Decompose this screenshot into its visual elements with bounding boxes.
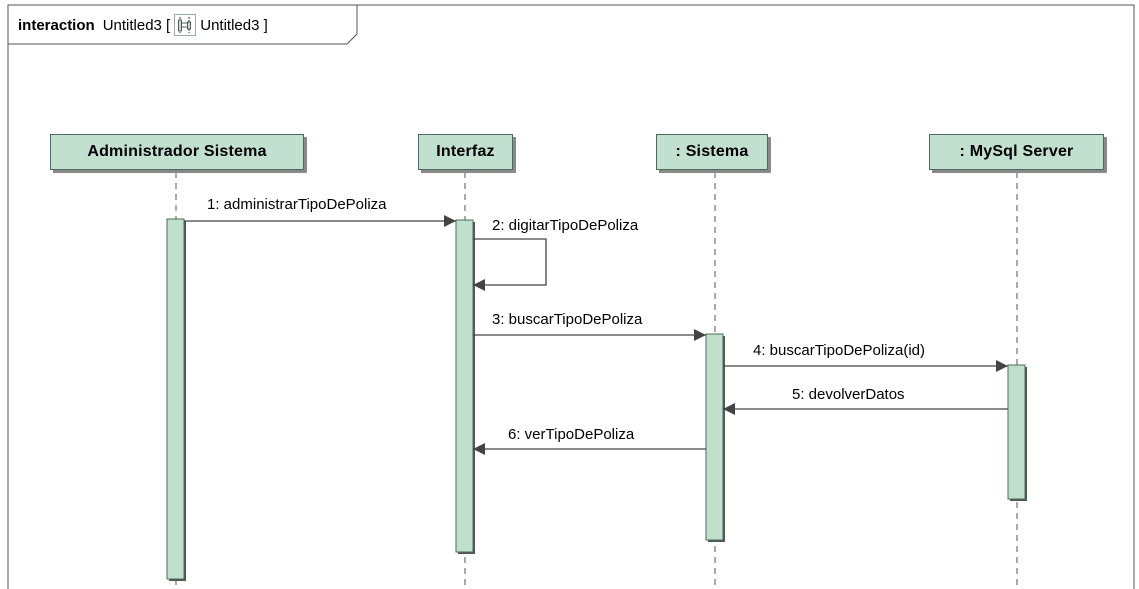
frame-ref-name: Untitled3 ] — [200, 16, 268, 34]
message-4-label: 4: buscarTipoDePoliza(id) — [753, 342, 926, 359]
lifeline-head-mysql[interactable]: : MySql Server — [929, 134, 1104, 170]
activation-sistema — [705, 333, 724, 541]
activation-interfaz — [455, 219, 474, 553]
message-3-label: 3: buscarTipoDePoliza — [492, 311, 643, 328]
frame-name: Untitled3 [ — [102, 16, 171, 34]
lifeline-head-admin[interactable]: Administrador Sistema — [50, 134, 304, 170]
sequence-diagram-icon — [174, 14, 197, 36]
message-2-arrow — [473, 238, 547, 291]
lifeline-head-interfaz[interactable]: Interfaz — [418, 134, 513, 170]
message-5-label: 5: devolverDatos — [792, 386, 905, 403]
activation-admin — [166, 218, 185, 580]
frame-title: interaction Untitled3 [ Untitled3 ] — [18, 14, 268, 36]
frame-title-tab — [8, 5, 358, 45]
lifeline-head-sistema[interactable]: : Sistema — [656, 134, 768, 170]
frame-keyword: interaction — [18, 16, 95, 34]
message-2-label: 2: digitarTipoDePoliza — [492, 217, 639, 234]
message-6-label: 6: verTipoDePoliza — [508, 426, 635, 443]
activation-mysql — [1007, 364, 1026, 500]
message-1-label: 1: administrarTipoDePoliza — [207, 196, 387, 213]
